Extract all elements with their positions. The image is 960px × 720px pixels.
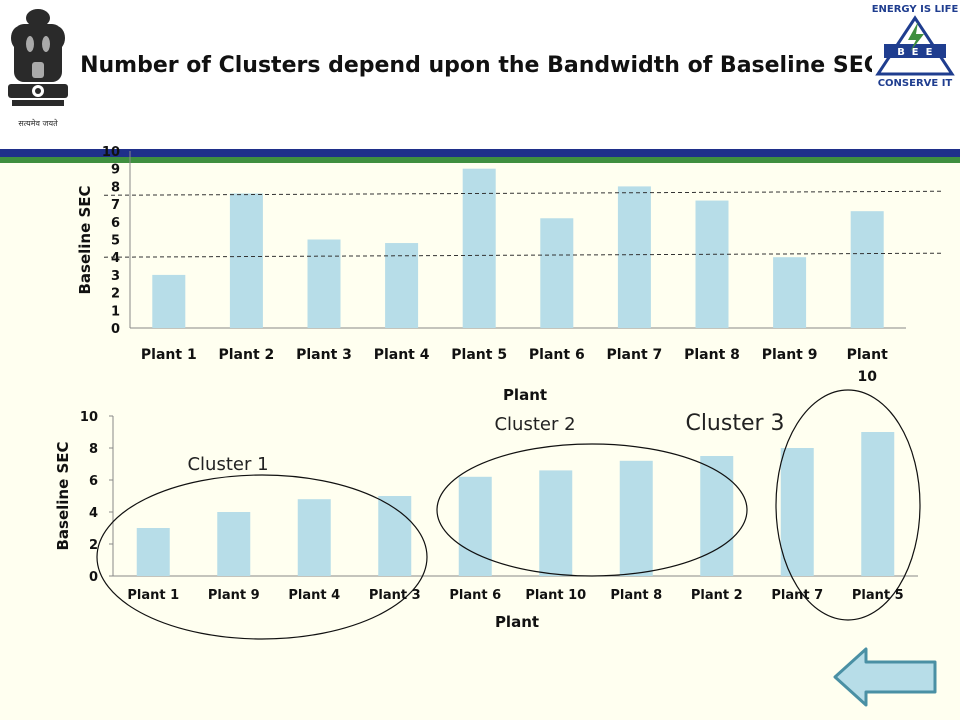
chart2-bar — [458, 476, 492, 576]
chart2-bar — [619, 460, 653, 576]
chart1-bar — [617, 186, 651, 328]
chart2-y-label: Baseline SEC — [54, 441, 72, 550]
chart1-x-tick: Plant — [847, 347, 888, 363]
chart2-y-tick: 8 — [89, 442, 98, 457]
chart2-bar — [378, 496, 412, 576]
chart1-y-tick: 4 — [111, 251, 120, 266]
chart2-x-tick: Plant 7 — [771, 588, 823, 603]
chart2-x-tick: Plant 3 — [369, 588, 421, 603]
chart2-x-label: Plant — [495, 613, 539, 631]
chart2-y-tick: 0 — [89, 570, 98, 585]
logo-letter-2: E — [912, 47, 919, 58]
chart2-x-tick: Plant 6 — [449, 588, 501, 603]
header-divider-green — [0, 157, 960, 163]
chart1-bar — [462, 168, 496, 328]
header-divider-navy — [0, 149, 960, 157]
chart2-y-tick: 2 — [89, 538, 98, 553]
chart1-x-tick: Plant 8 — [684, 347, 740, 363]
chart1-y-tick: 1 — [111, 304, 120, 319]
chart1-x-tick: Plant 3 — [296, 347, 352, 363]
chart1-y-tick: 5 — [111, 234, 120, 249]
chart2-y-tick: 10 — [80, 410, 98, 425]
chart1-bar — [229, 193, 263, 328]
chart1-bar — [385, 243, 419, 328]
chart2-x-tick: Plant 8 — [610, 588, 662, 603]
chart1-x-tick: Plant 9 — [762, 347, 818, 363]
chart2-x-tick: Plant 10 — [525, 588, 586, 603]
national-emblem-icon: सत्यमेव जयते — [8, 9, 68, 128]
chart2-y-tick: 6 — [89, 474, 98, 489]
bee-logo: ENERGY IS LIFE B E E CONSERVE IT — [872, 0, 958, 92]
logo-bolt-icon — [908, 22, 924, 52]
chart1-x-tick: Plant 6 — [529, 347, 585, 363]
chart2-x-tick: Plant 2 — [691, 588, 743, 603]
chart2-bar — [861, 432, 895, 576]
chart1-x-tick: Plant 2 — [219, 347, 275, 363]
chart2-bar — [136, 528, 170, 576]
logo-line2: CONSERVE IT — [878, 78, 953, 89]
chart1-y-tick: 0 — [111, 322, 120, 337]
chart2-x-tick: Plant 4 — [288, 588, 340, 603]
chart1-y-tick: 9 — [111, 163, 120, 178]
logo-line1: ENERGY IS LIFE — [872, 4, 958, 15]
slide-header: सत्यमेव जयते Number of Clusters depend u… — [0, 0, 960, 150]
chart1-y-tick: 3 — [111, 269, 120, 284]
cluster-ellipse — [775, 389, 921, 621]
chart2-bar — [700, 456, 734, 576]
chart2-y-tick: 4 — [89, 506, 98, 521]
chart1-reference-line — [103, 252, 943, 258]
cluster-label: Cluster 1 — [187, 454, 268, 475]
chart2-bar — [217, 512, 251, 576]
chart1-y-tick: 10 — [102, 145, 120, 160]
logo-letter-1: B — [897, 47, 905, 58]
chart1-reference-line — [103, 190, 943, 196]
chart1-bar — [307, 239, 341, 328]
left-arrow-icon — [833, 647, 937, 707]
chart1-y-label: Baseline SEC — [76, 185, 94, 294]
cluster-label: Cluster 2 — [494, 414, 575, 435]
emblem-caption: सत्यमेव जयते — [18, 118, 58, 128]
chart1-x-tick: Plant 5 — [451, 347, 507, 363]
chart1-x-label: Plant — [503, 386, 547, 404]
chart1-bar — [850, 211, 884, 328]
chart1-y-tick: 6 — [111, 216, 120, 231]
chart1-x-tick: 10 — [857, 369, 877, 385]
logo-letter-3: E — [926, 47, 933, 58]
chart1-bar — [773, 257, 807, 328]
chart2-bar — [539, 470, 573, 576]
chart2-x-tick: Plant 9 — [208, 588, 260, 603]
cluster-label: Cluster 3 — [685, 411, 784, 436]
chart1-x-tick: Plant 1 — [141, 347, 197, 363]
cluster-ellipse — [436, 443, 748, 577]
chart1-x-tick: Plant 4 — [374, 347, 430, 363]
chart1-bar — [540, 218, 574, 328]
chart1-y-tick: 8 — [111, 180, 120, 195]
chart1-y-tick: 7 — [111, 198, 120, 213]
chart2-x-tick: Plant 1 — [127, 588, 179, 603]
slide-title: Number of Clusters depend upon the Bandw… — [80, 53, 880, 78]
cluster-ellipse — [96, 474, 428, 640]
chart2-bar — [297, 499, 331, 576]
chart1-y-tick: 2 — [111, 287, 120, 302]
back-arrow-button[interactable] — [832, 646, 938, 708]
chart1-bar — [152, 274, 186, 328]
chart2-x-tick: Plant 5 — [852, 588, 904, 603]
chart1-bar — [695, 200, 729, 328]
chart1-x-tick: Plant 7 — [607, 347, 663, 363]
chart2-bar — [780, 448, 814, 576]
